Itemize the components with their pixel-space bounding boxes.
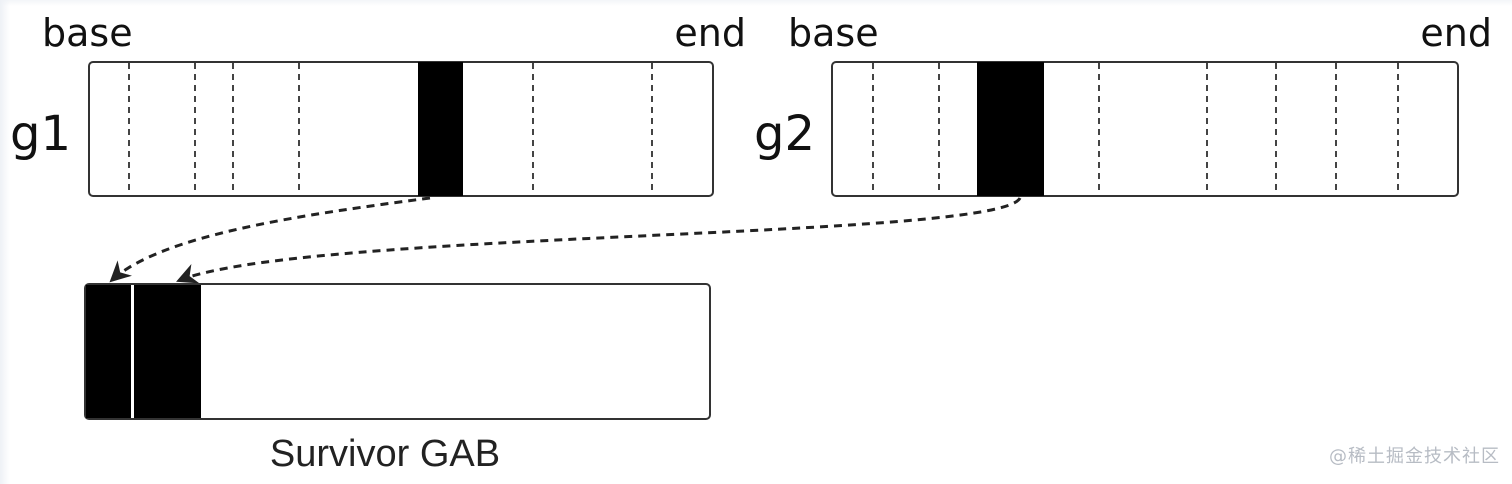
g1-copy-arrow [109, 196, 431, 283]
g1-end-label: end [674, 11, 746, 55]
g2-region-box [831, 61, 1459, 197]
region-g1: base end g1 [10, 11, 746, 197]
g2-region-label: g2 [754, 106, 815, 162]
g2-copy-arrow [176, 197, 1022, 284]
g1-region-label: g1 [10, 106, 71, 162]
g2-base-label: base [788, 11, 879, 55]
g2-live-object [977, 62, 1044, 196]
survivor-gab-box [84, 283, 711, 420]
g1-live-object [418, 62, 463, 196]
watermark: @稀土掘金技术社区 [1329, 446, 1500, 467]
g1-base-label: base [42, 11, 133, 55]
g2-end-label: end [1420, 11, 1492, 55]
survivor-gab: Survivor GAB [84, 283, 711, 475]
g1-region-box [88, 61, 714, 197]
survivor-copied-object-1 [86, 285, 131, 418]
region-g2: base end g2 [754, 11, 1492, 197]
survivor-copied-object-2 [134, 285, 201, 418]
survivor-gab-caption: Survivor GAB [270, 433, 500, 475]
